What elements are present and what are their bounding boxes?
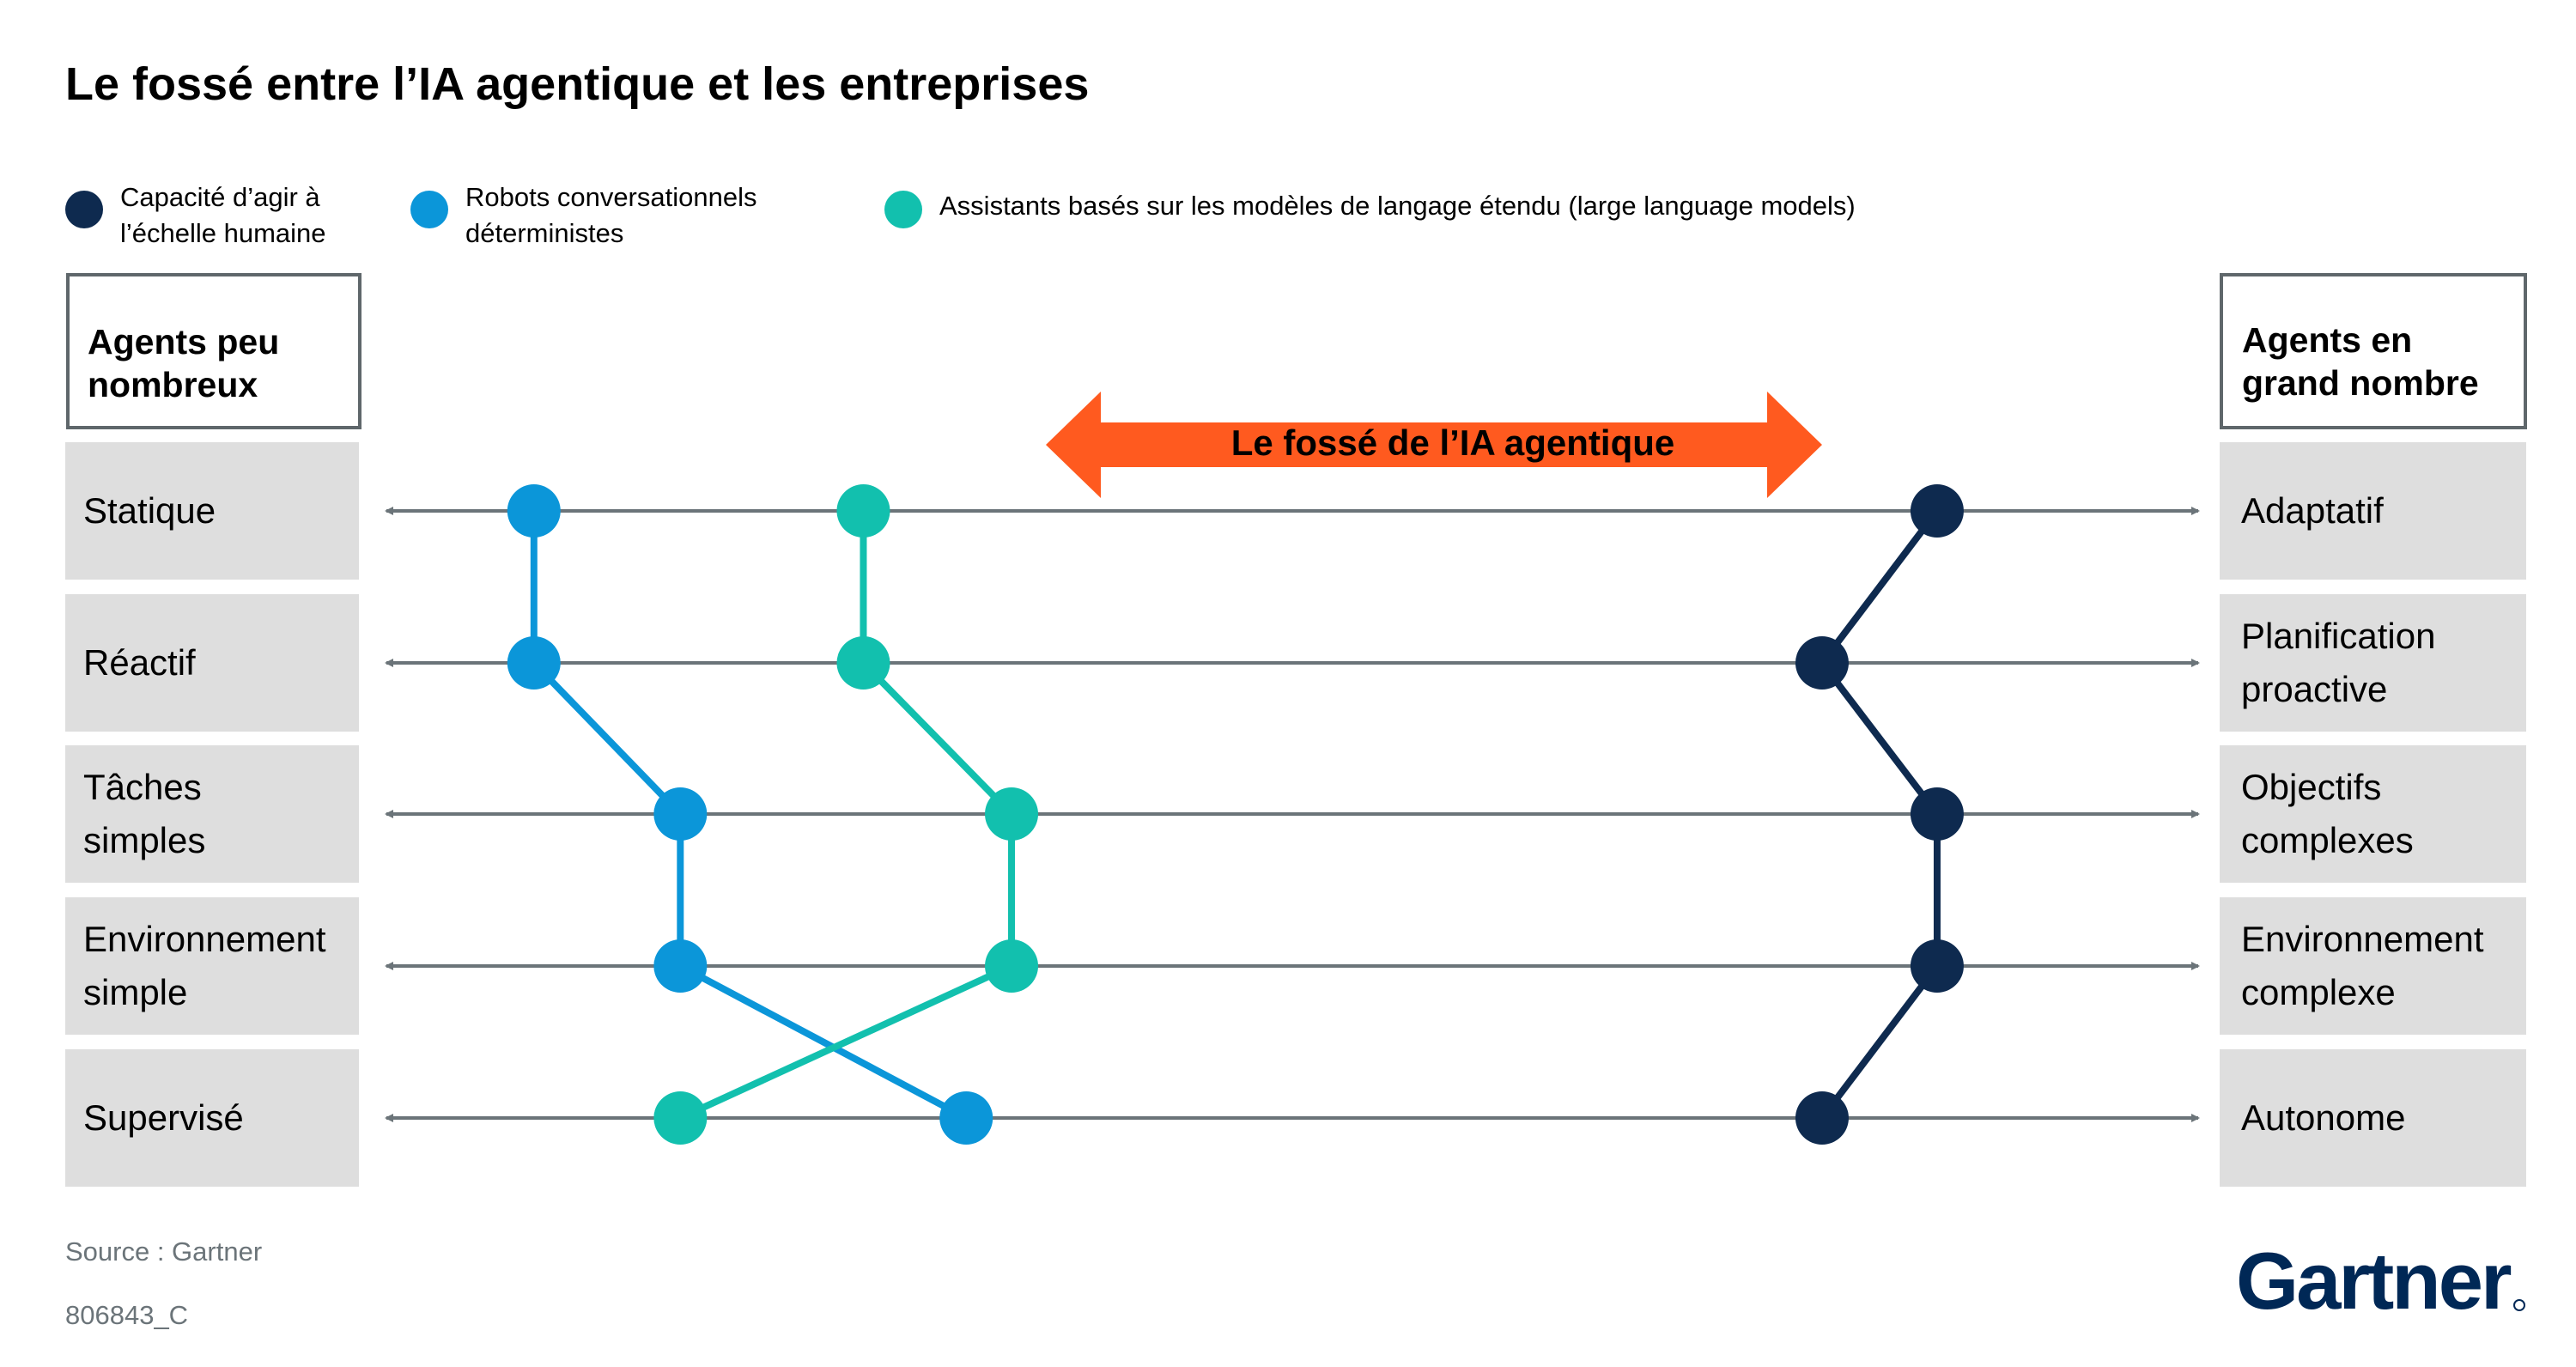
right-header-box [2220, 273, 2527, 429]
legend-label-human-line1: Capacité d’agir à [120, 182, 320, 212]
series-dot-bots [653, 787, 708, 841]
legend: Capacité d’agir à l’échelle humaine Robo… [65, 182, 1856, 248]
series-dot-human [1795, 636, 1849, 690]
left-header-box [66, 273, 361, 429]
left-header: Agents peu nombreux [66, 273, 361, 429]
gap-arrow-shape [1046, 392, 1822, 498]
series-bots [507, 484, 993, 1145]
spectrum-row: Supervisé Autonome [65, 1049, 2526, 1187]
right-label-line1: Environnement [2241, 919, 2484, 959]
legend-item-bots: Robots conversationnels déterministes [410, 182, 756, 248]
legend-item-llm: Assistants basés sur les modèles de lang… [884, 191, 1856, 228]
left-header-line2: nombreux [88, 365, 258, 404]
legend-label-bots-line1: Robots conversationnels [465, 182, 756, 212]
page-title: Le fossé entre l’IA agentique et les ent… [65, 58, 1089, 110]
series-dot-llm [985, 939, 1039, 993]
legend-item-human: Capacité d’agir à l’échelle humaine [65, 182, 326, 248]
right-label-line1: Objectifs [2241, 767, 2381, 807]
right-label-line1: Planification [2241, 616, 2435, 656]
spectrum-row: Tâches simples Objectifs complexes [65, 745, 2526, 883]
right-label-box [2220, 594, 2526, 732]
legend-dot-bots [410, 191, 448, 228]
series-human [1795, 484, 1964, 1145]
legend-dot-human [65, 191, 103, 228]
registered-mark-icon [2513, 1299, 2525, 1311]
right-header: Agents en grand nombre [2220, 273, 2527, 429]
spectrum-row: Réactif Planification proactive [65, 594, 2526, 732]
left-label-line1: Supervisé [83, 1097, 244, 1138]
left-header-line1: Agents peu [88, 322, 279, 361]
left-label-line1: Statique [83, 490, 216, 531]
left-label-line1: Tâches [83, 767, 202, 807]
series-dot-bots [507, 484, 561, 538]
right-label-box [2220, 897, 2526, 1035]
series-dot-bots [653, 939, 708, 993]
legend-label-llm: Assistants basés sur les modèles de lang… [939, 191, 1856, 221]
gap-arrow: Le fossé de l’IA agentique [1046, 392, 1822, 498]
series-dot-human [1795, 1091, 1849, 1145]
gartner-logo: Gartner [2236, 1236, 2525, 1326]
figure-code: 806843_C [65, 1300, 188, 1330]
gap-arrow-label: Le fossé de l’IA agentique [1231, 422, 1675, 463]
right-label-line2: proactive [2241, 669, 2387, 709]
left-label-box [65, 745, 359, 883]
series-dot-llm [653, 1091, 708, 1145]
right-label-line2: complexes [2241, 820, 2414, 860]
series-llm [653, 484, 1039, 1145]
left-label-box [65, 442, 359, 580]
right-label-box [2220, 442, 2526, 580]
left-label-line2: simples [83, 820, 205, 860]
right-header-line2: grand nombre [2242, 363, 2479, 403]
left-label-line2: simple [83, 972, 187, 1012]
left-label-box [65, 1049, 359, 1187]
legend-label-human-line2: l’échelle humaine [120, 218, 326, 248]
right-label-box [2220, 745, 2526, 883]
right-label-line2: complexe [2241, 972, 2396, 1012]
legend-label-bots-line2: déterministes [465, 218, 623, 248]
right-label-line1: Autonome [2241, 1097, 2405, 1138]
series-dot-human [1910, 787, 1964, 841]
spectrum-row: Environnement simple Environnement complexe [65, 897, 2526, 1035]
left-label-line1: Environnement [83, 919, 326, 959]
series-dot-human [1910, 939, 1964, 993]
spectrum-row: Statique Adaptatif [65, 442, 2526, 580]
left-label-box [65, 594, 359, 732]
series-dot-human [1910, 484, 1964, 538]
series [507, 484, 1964, 1145]
right-label-box [2220, 1049, 2526, 1187]
legend-dot-llm [884, 191, 922, 228]
right-label-line1: Adaptatif [2241, 490, 2384, 531]
left-label-line1: Réactif [83, 642, 196, 683]
right-header-line1: Agents en [2242, 320, 2412, 360]
series-dot-llm [985, 787, 1039, 841]
series-dot-bots [939, 1091, 993, 1145]
series-dot-llm [836, 636, 890, 690]
source-note: Source : Gartner [65, 1236, 262, 1267]
series-dot-bots [507, 636, 561, 690]
gartner-logo-wordmark: Gartner [2236, 1236, 2512, 1326]
left-label-box [65, 897, 359, 1035]
series-dot-llm [836, 484, 890, 538]
